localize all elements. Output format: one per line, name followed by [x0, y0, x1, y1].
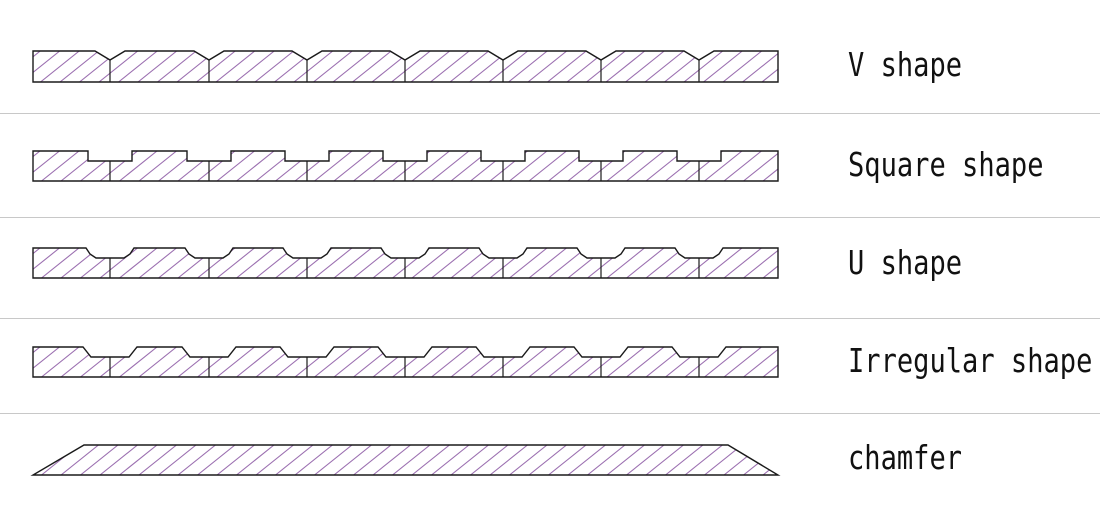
- row-divider: [0, 413, 1100, 414]
- hatch-lines: [33, 445, 778, 475]
- profile-u: [32, 247, 779, 279]
- row-divider: [0, 318, 1100, 319]
- hatch-lines: [33, 151, 778, 181]
- label-chamfer: chamfer: [848, 438, 963, 477]
- profile-chamfer: [30, 444, 781, 476]
- label-u-shape: U shape: [848, 243, 963, 282]
- hatch-lines: [33, 51, 778, 82]
- label-v-shape: V shape: [848, 45, 963, 84]
- hatch-lines: [33, 248, 778, 278]
- profile-v: [32, 50, 779, 83]
- profile-outline: [32, 50, 779, 83]
- profile-square: [32, 150, 779, 182]
- label-square-shape: Square shape: [848, 145, 1044, 184]
- label-irregular-shape: Irregular shape: [848, 341, 1093, 380]
- profile-irregular: [32, 346, 779, 378]
- row-divider: [0, 217, 1100, 218]
- profile-outline: [30, 444, 781, 476]
- hatch-lines: [33, 347, 778, 377]
- profile-outline: [32, 247, 779, 279]
- row-divider: [0, 113, 1100, 114]
- profile-outline: [32, 150, 779, 182]
- profile-outline: [32, 346, 779, 378]
